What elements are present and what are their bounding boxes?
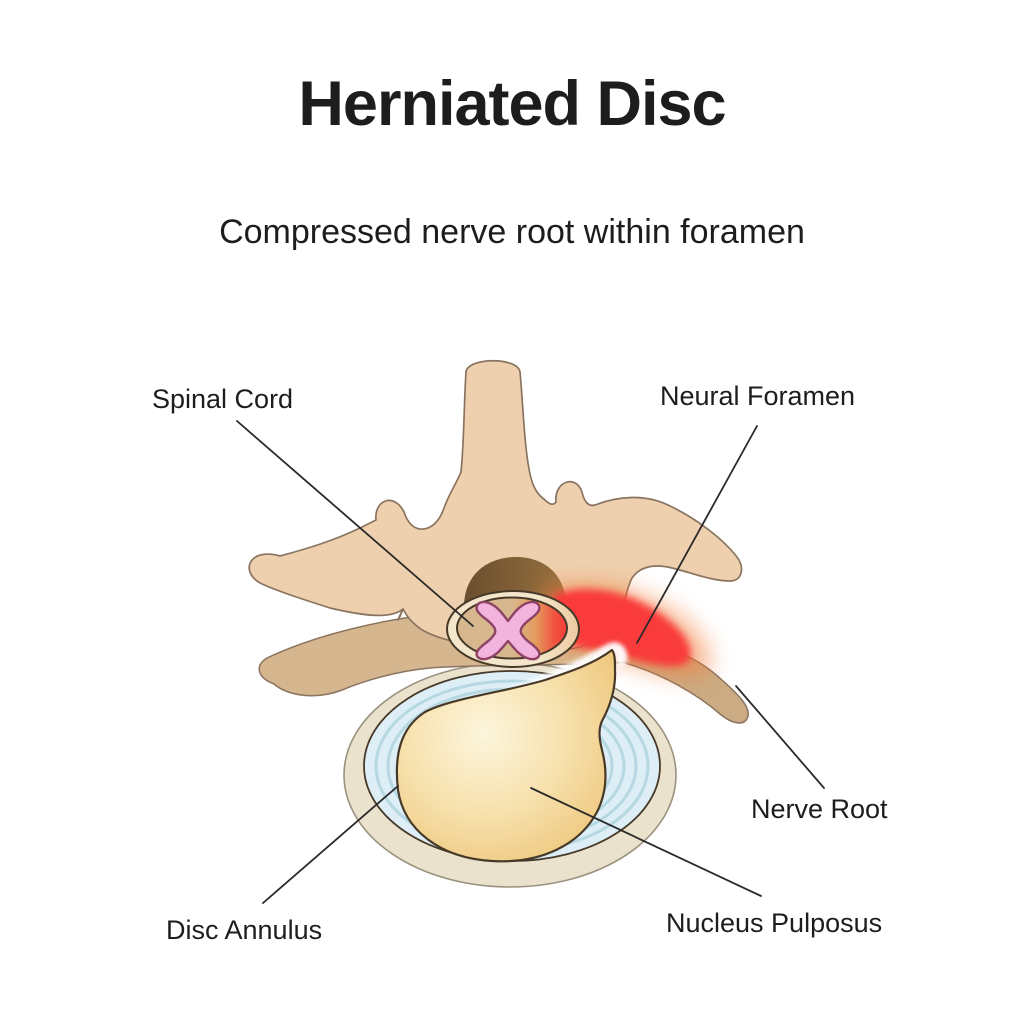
- spinal-cord-cross-section: [446, 590, 580, 668]
- page-subtitle: Compressed nerve root within foramen: [219, 213, 805, 251]
- label-nucleus-pulposus: Nucleus Pulposus: [666, 908, 883, 938]
- leader-lines: [236, 420, 825, 904]
- gray-matter-butterfly: [475, 600, 541, 661]
- label-neural-foramen: Neural Foramen: [660, 381, 856, 411]
- label-disc-annulus: Disc Annulus: [166, 915, 323, 945]
- leader-line-neural-foramen: [636, 425, 758, 644]
- nucleus-pulposus-shape: [395, 642, 628, 863]
- label-spinal-cord: Spinal Cord: [152, 384, 294, 414]
- page-title: Herniated Disc: [298, 69, 726, 139]
- label-nerve-root: Nerve Root: [751, 794, 888, 824]
- leader-line-nucleus-pulposus: [530, 787, 762, 897]
- leader-line-nerve-root: [735, 685, 825, 789]
- inflamed-foramen: [540, 582, 711, 678]
- leader-line-disc-annulus: [262, 785, 399, 904]
- leader-line-spinal-cord: [236, 420, 474, 627]
